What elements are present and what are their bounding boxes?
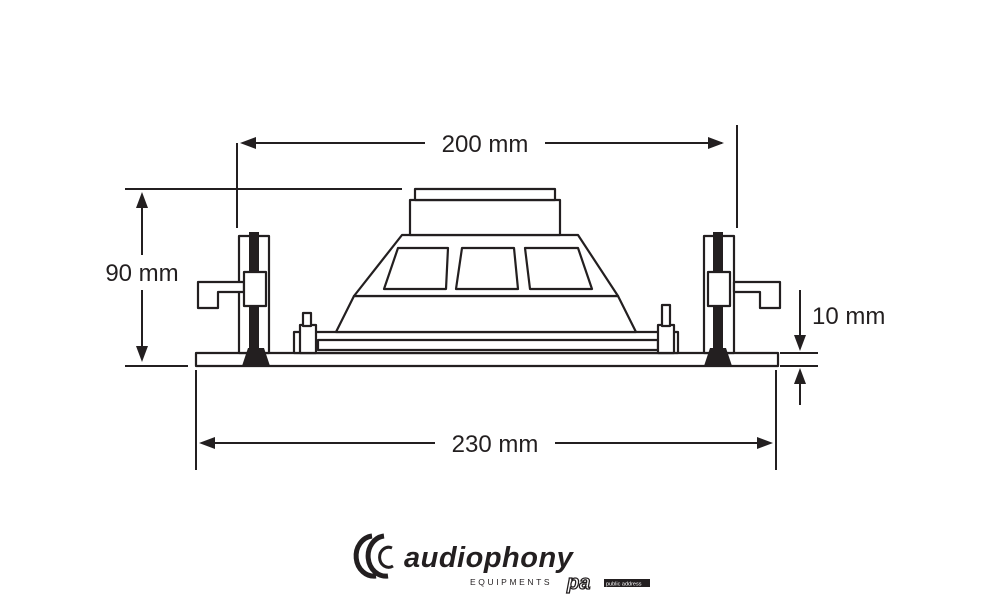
lip-label: 10 mm [812,303,885,330]
logo-mark-icon [353,533,394,579]
audiophony-logo: audiophony EQUIPMENTS pa public address [353,533,650,595]
logo-tagline: EQUIPMENTS [470,577,552,587]
left-mounting-clamp [196,232,271,366]
height-label: 90 mm [105,260,178,287]
dimension-lines [125,125,818,470]
logo-badge: pa [566,572,590,594]
speaker-body [194,187,780,368]
right-mounting-clamp [702,232,782,366]
width-top-label: 200 mm [442,131,529,158]
width-bottom-label: 230 mm [452,431,539,458]
logo-badge-sub: public address [606,582,642,588]
logo-brand: audiophony [404,542,575,574]
